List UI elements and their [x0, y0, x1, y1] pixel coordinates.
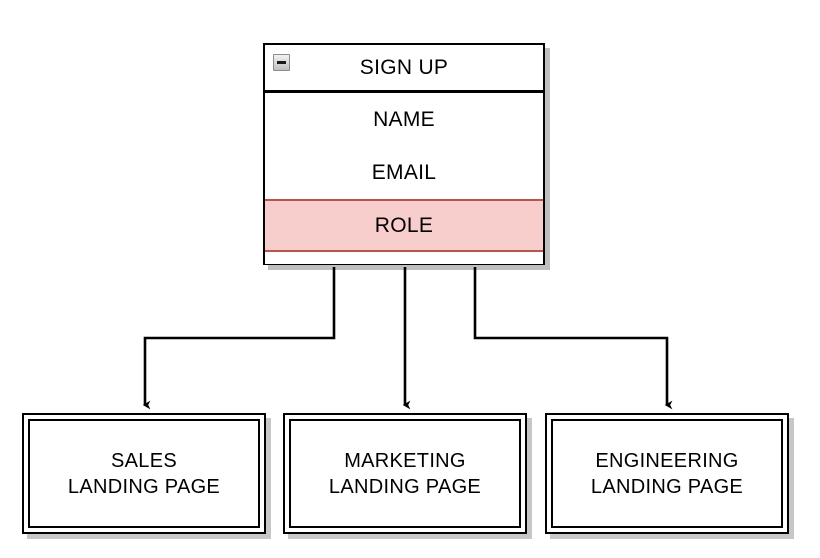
- attribute-row-name[interactable]: NAME: [265, 93, 543, 146]
- node-label: MARKETING LANDING PAGE: [328, 449, 482, 498]
- entity-sign-up[interactable]: SIGN UP NAME EMAIL ROLE: [263, 43, 545, 265]
- connector-to-sales: [142, 267, 336, 410]
- entity-title: SIGN UP: [359, 56, 449, 79]
- node-label: SALES LANDING PAGE: [67, 449, 221, 498]
- node-inner-frame: ENGINEERING LANDING PAGE: [551, 419, 783, 528]
- minus-square-icon[interactable]: [273, 54, 290, 71]
- node-inner-frame: SALES LANDING PAGE: [28, 419, 260, 528]
- node-inner-frame: MARKETING LANDING PAGE: [289, 419, 521, 528]
- attribute-row-role[interactable]: ROLE: [265, 199, 543, 252]
- connector-to-engineering: [473, 267, 673, 410]
- entity-attribute-list: NAME EMAIL ROLE: [265, 93, 543, 264]
- attribute-label: NAME: [373, 107, 435, 131]
- node-engineering-landing-page[interactable]: ENGINEERING LANDING PAGE: [545, 413, 789, 534]
- attribute-row-email[interactable]: EMAIL: [265, 146, 543, 199]
- attribute-label: EMAIL: [371, 160, 437, 184]
- attribute-label: ROLE: [374, 213, 434, 237]
- node-sales-landing-page[interactable]: SALES LANDING PAGE: [22, 413, 266, 534]
- entity-header: SIGN UP: [265, 45, 543, 93]
- node-label: ENGINEERING LANDING PAGE: [590, 449, 744, 498]
- node-marketing-landing-page[interactable]: MARKETING LANDING PAGE: [283, 413, 527, 534]
- minus-glyph: [277, 61, 286, 64]
